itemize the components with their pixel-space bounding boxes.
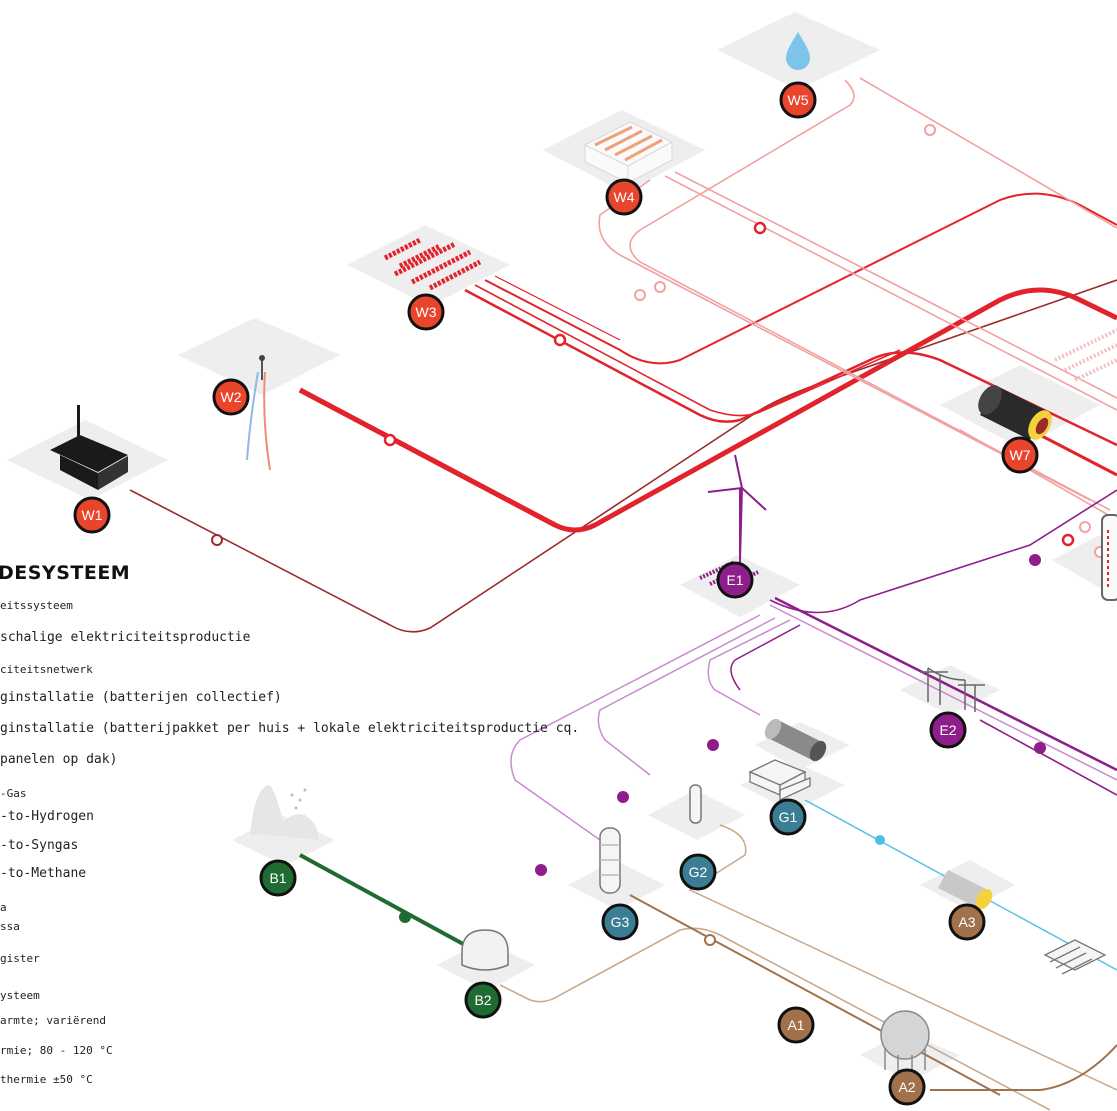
node-w3[interactable]: W3 [407, 293, 445, 331]
node-badges: W5 W4 W3 W2 W1 W7 E1 E2 G1 G2 G3 B1 B2 A… [73, 81, 1039, 1106]
svg-text:B1: B1 [269, 870, 286, 886]
line-w3b [474, 284, 901, 417]
line-w5a [629, 79, 1111, 511]
svg-text:W3: W3 [416, 304, 437, 320]
line-w4a [598, 179, 1091, 501]
biomass-icon [250, 785, 319, 840]
pipe-cylinder-icon [938, 870, 993, 910]
node-w2[interactable]: W2 [212, 378, 250, 416]
line-markers [211, 124, 1106, 946]
svg-text:W1: W1 [82, 507, 103, 523]
line-e1-down3 [707, 619, 791, 716]
line-e1-e2b [769, 604, 1117, 781]
line-w5c [1039, 433, 1117, 477]
svg-text:G2: G2 [689, 864, 708, 880]
power-pylon-icon [920, 667, 985, 712]
line-b2-a [499, 927, 1051, 1111]
svg-text:W2: W2 [221, 389, 242, 405]
line-e1-down2 [597, 617, 776, 776]
heat-marker-icon [634, 124, 1106, 558]
svg-text:G1: G1 [779, 809, 798, 825]
line-e1-e2 [774, 596, 1117, 772]
svg-text:G3: G3 [611, 914, 630, 930]
node-g2[interactable]: G2 [679, 853, 717, 891]
node-a2[interactable]: A2 [888, 1068, 926, 1106]
line-w5d [959, 429, 1117, 521]
factory-icon [50, 405, 128, 490]
node-a1[interactable]: A1 [777, 1006, 815, 1044]
other-network [499, 824, 1117, 1111]
node-b1[interactable]: B1 [259, 859, 297, 897]
gas-marker-icon [875, 835, 885, 845]
electricity-marker-icon [535, 554, 1046, 876]
heat-network [129, 77, 1117, 633]
solar-field-icon [1054, 328, 1117, 382]
node-g3[interactable]: G3 [601, 903, 639, 941]
biomass-network [299, 853, 466, 947]
node-w1[interactable]: W1 [73, 496, 111, 534]
svg-text:W5: W5 [788, 92, 809, 108]
svg-text:W7: W7 [1010, 447, 1031, 463]
pipe-cylinder-icon [978, 385, 1052, 440]
svg-text:E1: E1 [726, 572, 743, 588]
greenhouse-icon [583, 121, 674, 184]
line-e1-right [769, 489, 1117, 614]
line-w2b [298, 387, 557, 528]
borehole-icon [246, 355, 271, 471]
electricity-network [510, 488, 1117, 841]
line-e2-right [979, 719, 1117, 796]
line-w4b [664, 175, 1117, 411]
heat-marker-icon [383, 221, 1075, 547]
other-marker-icon [704, 934, 716, 946]
node-g1[interactable]: G1 [769, 798, 807, 836]
line-w4c [674, 171, 1117, 399]
node-e1[interactable]: E1 [716, 561, 754, 599]
line-w5b [859, 77, 1117, 229]
pipe-bundle-icon [1043, 939, 1107, 975]
node-b2[interactable]: B2 [464, 981, 502, 1019]
electrolyser-icon [748, 759, 811, 802]
line-e1-down1 [510, 614, 761, 841]
storage-tank-icon [1101, 514, 1117, 601]
line-w3d [494, 275, 621, 341]
platform-w2 [178, 318, 340, 395]
gas-tank-icon [880, 1010, 930, 1075]
pipe-cylinder-icon [764, 718, 827, 762]
solar-panel-icon [383, 237, 482, 291]
svg-text:A3: A3 [958, 914, 975, 930]
svg-text:E2: E2 [939, 722, 956, 738]
node-w4[interactable]: W4 [605, 178, 643, 216]
line-a2-right [930, 1044, 1117, 1091]
line-w3c [484, 192, 1117, 365]
biomass-marker-icon [399, 911, 411, 923]
legend-title: DESYSTEEM [0, 562, 131, 584]
node-e2[interactable]: E2 [929, 711, 967, 749]
svg-text:A1: A1 [787, 1017, 804, 1033]
line-w2 [298, 287, 1117, 533]
line-b1-b2 [299, 853, 466, 947]
heat-marker-icon [211, 534, 223, 546]
line-e1-down4 [730, 624, 801, 691]
dome-icon [461, 929, 509, 971]
wind-turbine-icon [707, 454, 767, 561]
line-g3-a [629, 894, 1001, 1096]
svg-text:B2: B2 [474, 992, 491, 1008]
gas-tank-icon [689, 784, 702, 824]
node-w7[interactable]: W7 [1001, 436, 1039, 474]
components [50, 32, 1117, 1075]
svg-text:A2: A2 [898, 1079, 915, 1095]
node-w5[interactable]: W5 [779, 81, 817, 119]
platform-e2 [900, 665, 1000, 715]
gas-tank-icon [599, 827, 621, 894]
line-g2-a [688, 824, 1117, 1091]
svg-text:W4: W4 [614, 189, 635, 205]
line-w3a [464, 288, 1117, 447]
drop-icon [786, 32, 810, 70]
platform-w3 [347, 225, 510, 306]
node-a3[interactable]: A3 [948, 903, 986, 941]
